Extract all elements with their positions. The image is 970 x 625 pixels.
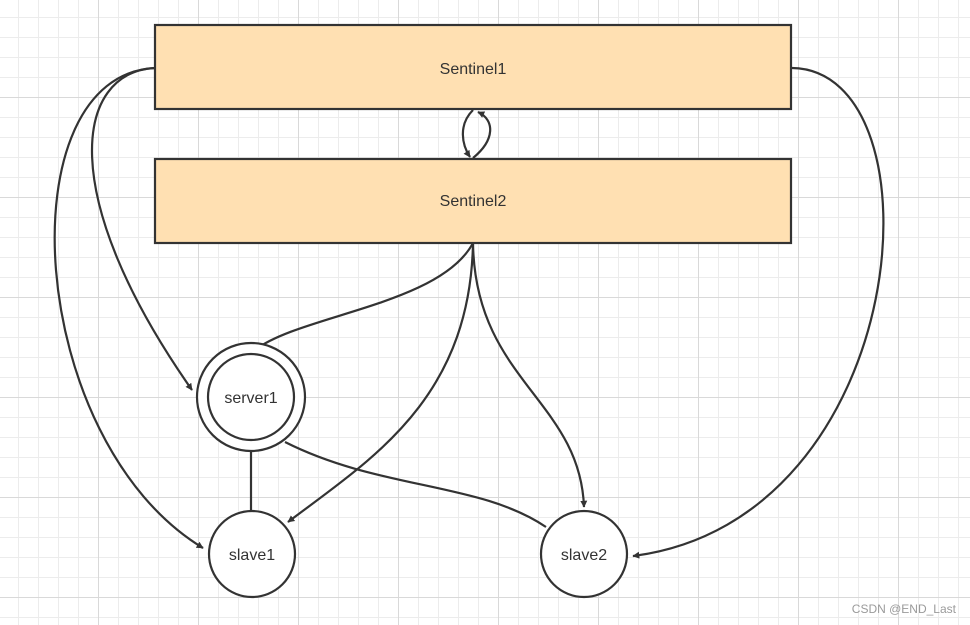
edge-sentinel2-to-sentinel1	[472, 111, 492, 159]
slave1-node[interactable]: slave1	[207, 509, 297, 599]
edge-sentinel1-to-sentinel2	[461, 109, 474, 158]
sentinel1-box[interactable]: Sentinel1	[153, 23, 793, 111]
sentinel1-label: Sentinel1	[440, 61, 507, 78]
edge-sentinel1-to-server1	[91, 66, 193, 391]
edge-server1-to-slave2	[284, 441, 547, 528]
sentinel2-label: Sentinel2	[440, 193, 507, 210]
edge-sentinel1-to-slave2	[632, 66, 885, 559]
edge-sentinel2-to-slave1	[287, 242, 475, 523]
server1-label: server1	[224, 390, 277, 407]
sentinel2-box[interactable]: Sentinel2	[153, 157, 793, 245]
slave2-node[interactable]: slave2	[539, 509, 629, 599]
edge-sentinel2-to-server1	[254, 242, 474, 351]
edge-sentinel1-to-slave1	[53, 66, 204, 549]
watermark: CSDN @END_Last	[851, 602, 956, 616]
edge-sentinel2-to-slave2	[471, 242, 588, 508]
edges	[53, 66, 885, 559]
slave2-label: slave2	[561, 547, 607, 564]
slave1-label: slave1	[229, 547, 275, 564]
server1-node[interactable]: server1	[195, 341, 307, 453]
